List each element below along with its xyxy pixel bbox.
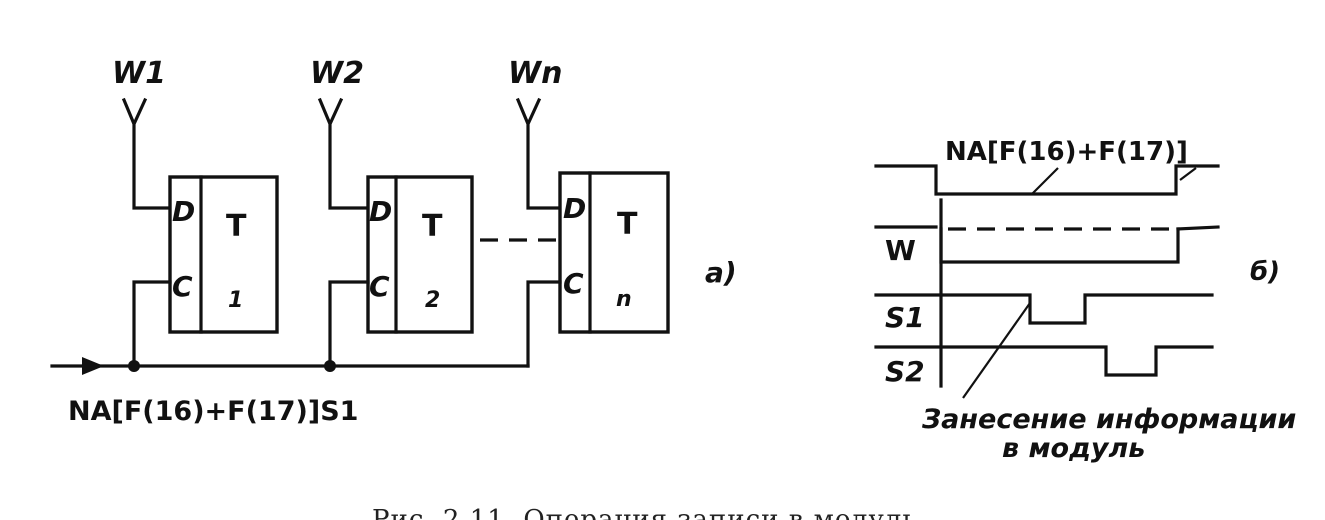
module-2-pin-d: D xyxy=(369,195,392,228)
waveform-s2-label: S2 xyxy=(885,355,925,388)
figure-caption: Рис. 2.11. Операция записи в модуль xyxy=(372,505,917,520)
module-2-trigger: T xyxy=(422,209,443,244)
clock-line-n xyxy=(526,280,562,368)
waveform-na-leader xyxy=(1031,167,1059,195)
input-arrow-w2 xyxy=(317,97,370,210)
waveform-s1-label: S1 xyxy=(885,301,925,334)
module-1-number: 1 xyxy=(228,288,243,313)
annotation-line-1: Занесение информации xyxy=(921,404,1296,435)
module-1-pin-d: D xyxy=(172,195,195,228)
input-arrow-w1 xyxy=(121,97,172,210)
clock-line-1 xyxy=(132,280,172,368)
register-module-1: D C T 1 xyxy=(168,175,279,334)
module-n-pin-d: D xyxy=(563,192,586,225)
module-2-number: 2 xyxy=(425,288,440,313)
diagram-a: W1 W2 Wn D C T 1 D C T 2 xyxy=(50,56,737,427)
waveform-w-label: W xyxy=(885,234,916,267)
waveform-na xyxy=(874,164,1220,196)
module-n-frame xyxy=(558,171,670,334)
waveform-s1 xyxy=(874,293,1214,325)
register-module-n: D C T n xyxy=(558,171,670,334)
input-label-wn: Wn xyxy=(508,56,562,91)
input-label-w1: W1 xyxy=(112,56,166,91)
module-2-pin-c: C xyxy=(369,270,390,303)
waveform-na-label: NA[F(16)+F(17)] xyxy=(945,137,1188,167)
module-1-frame xyxy=(168,175,279,334)
waveform-w-low xyxy=(939,227,1180,264)
waveform-na-tick xyxy=(1179,167,1197,181)
panel-label-b: б) xyxy=(1250,257,1280,287)
annotation-line-2: в модуль xyxy=(1002,433,1145,464)
bus-junction-dot-1 xyxy=(128,360,140,372)
bus-junction-dot-2 xyxy=(324,360,336,372)
module-1-trigger: T xyxy=(226,209,247,244)
clock-line-2 xyxy=(328,280,370,368)
annotation-leader xyxy=(962,302,1031,399)
input-arrow-wn xyxy=(515,97,564,210)
module-n-number: n xyxy=(616,287,632,312)
waveform-s2 xyxy=(874,345,1214,377)
bus-arrow-icon xyxy=(82,357,104,375)
diagram-b: NA[F(16)+F(17)] W S1 S2 Занесение информ… xyxy=(874,137,1296,464)
module-n-trigger: T xyxy=(617,207,638,242)
module-n-pin-c: C xyxy=(563,267,584,300)
register-module-2: D C T 2 xyxy=(366,175,474,334)
module-1-pin-c: C xyxy=(172,270,193,303)
bus-signal-label: NA[F(16)+F(17)]S1 xyxy=(68,396,358,427)
waveform-w-tail xyxy=(1176,225,1220,231)
panel-label-a: а) xyxy=(705,256,737,289)
module-2-frame xyxy=(366,175,474,334)
input-label-w2: W2 xyxy=(310,56,364,91)
